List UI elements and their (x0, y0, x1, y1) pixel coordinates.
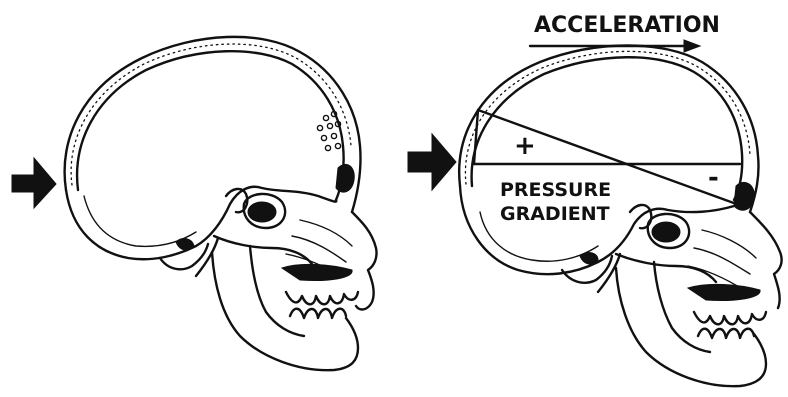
left-cranium-outer (65, 37, 361, 212)
left-bone-stipple (71, 44, 351, 185)
left-frontal-sinus (336, 164, 354, 192)
positive-pressure-sign: + (514, 131, 536, 161)
left-lower-teeth (290, 309, 346, 318)
left-mastoid (176, 239, 194, 251)
acceleration-arrow-head (684, 40, 700, 52)
right-ramus (654, 262, 710, 352)
left-skull-panel (12, 37, 377, 370)
left-face-front (352, 212, 377, 309)
gradient-label: GRADIENT (500, 203, 610, 225)
left-ramus (250, 246, 304, 336)
right-upper-teeth (694, 312, 766, 324)
acceleration-label: ACCELERATION (534, 13, 720, 38)
right-orbit-socket (652, 222, 680, 242)
right-frontal-sinus (734, 182, 754, 210)
left-impact-arrow (12, 158, 56, 208)
left-zygomatic (214, 236, 312, 264)
left-base-inner (84, 196, 196, 246)
right-nasal-cavity (688, 230, 756, 290)
right-zygomatic (616, 254, 716, 282)
negative-pressure-sign: - (708, 163, 719, 193)
left-skull-base (66, 187, 336, 259)
right-mastoid (580, 253, 598, 265)
right-maxilla-shadow (688, 284, 760, 300)
right-impact-arrow (408, 134, 456, 190)
pressure-label: PRESSURE (500, 179, 611, 201)
right-mandible (616, 268, 766, 386)
right-lower-teeth (698, 329, 754, 338)
left-maxilla-shadow (282, 264, 352, 280)
left-orbit-socket (248, 202, 276, 222)
left-upper-teeth (286, 292, 358, 304)
right-skull-panel: ACCELERATION + - PRESSURE GRADIENT (408, 13, 782, 386)
